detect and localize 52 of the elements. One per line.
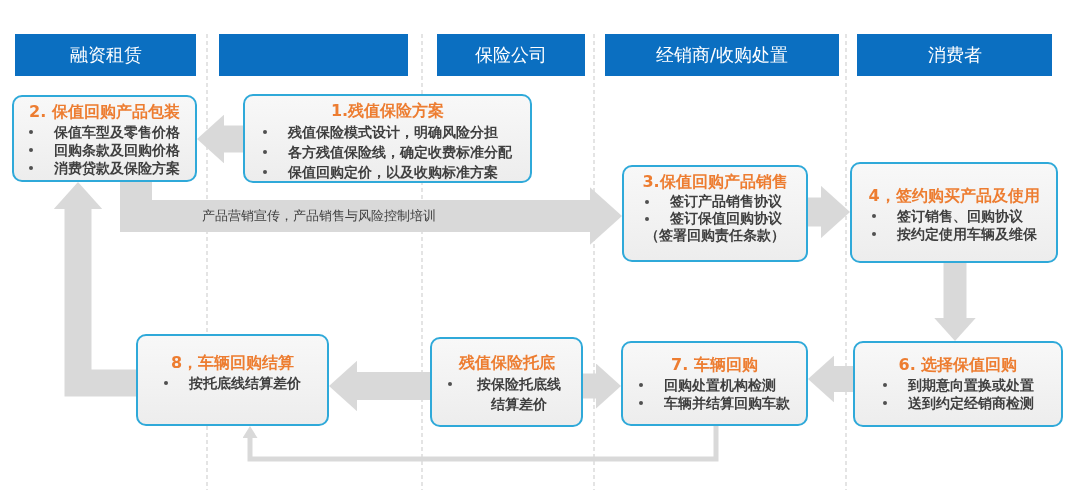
process-card	[430, 337, 583, 427]
block-arrow	[583, 363, 621, 409]
step-detail: 按保险托底线结算差价	[476, 375, 562, 414]
block-arrow	[808, 355, 853, 403]
step-detail: 签订保值回购协议	[670, 210, 782, 227]
process-card	[622, 165, 808, 262]
process-card	[621, 341, 808, 426]
step-title: 残值保险托底	[458, 353, 555, 373]
block-arrow	[197, 114, 243, 164]
lane-title: 消费者	[927, 44, 982, 66]
step-detail: 残值保险模式设计，明确风险分担	[288, 123, 498, 142]
lane-header	[857, 34, 1052, 76]
step-title: 7. 车辆回购	[671, 355, 758, 375]
step-title: 2. 保值回购产品包装	[29, 102, 180, 122]
step-detail: 保值回购定价，以及收购标准方案	[288, 163, 498, 182]
process-card	[12, 95, 197, 182]
step-title: 1.残值保险方案	[330, 101, 445, 121]
block-arrow	[808, 185, 850, 239]
process-card	[243, 94, 532, 183]
block-arrow	[53, 182, 136, 397]
step-detail: （签署回购责任条款）	[645, 227, 785, 244]
block-arrow	[120, 182, 622, 245]
step-detail: 到期意向置换或处置	[907, 376, 1034, 394]
step-detail: 回购条款及回购价格	[54, 141, 180, 159]
step-detail: 回购处置机构检测	[664, 376, 776, 394]
block-arrow	[329, 360, 430, 412]
step-detail: 按约定使用车辆及维保	[896, 225, 1037, 243]
step-detail: 签订销售、回购协议	[896, 207, 1023, 225]
step-detail: 送到约定经销商检测	[907, 394, 1034, 412]
process-card	[136, 334, 329, 426]
arrow	[242, 426, 719, 462]
edge-label: 产品营销宣传，产品销售与风险控制培训	[200, 208, 438, 224]
step-title: 4，签约购买产品及使用	[868, 186, 1040, 206]
process-card	[850, 162, 1058, 263]
lane-header	[219, 34, 408, 76]
step-title: 6. 选择保值回购	[898, 355, 1018, 375]
lane-title: 融资租赁	[69, 44, 142, 66]
step-title: 3.保值回购产品销售	[642, 172, 788, 192]
lane-header	[15, 34, 196, 76]
lane-title: 保险公司	[475, 44, 547, 66]
step-detail: 签订产品销售协议	[670, 193, 782, 210]
step-detail: 各方残值保险线，确定收费标准分配	[288, 143, 512, 162]
lane-header	[437, 34, 585, 76]
step-detail: 消费贷款及保险方案	[54, 159, 180, 177]
lane-title: 经销商/收购处置	[655, 44, 789, 66]
step-title: 8，车辆回购结算	[170, 353, 295, 373]
process-card	[853, 341, 1063, 427]
block-arrow	[934, 263, 976, 341]
step-detail: 车辆并结算回购车款	[664, 394, 790, 412]
step-detail: 保值车型及零售价格	[54, 123, 180, 141]
lane-header	[605, 34, 839, 76]
step-detail: 按托底线结算差价	[189, 374, 301, 392]
